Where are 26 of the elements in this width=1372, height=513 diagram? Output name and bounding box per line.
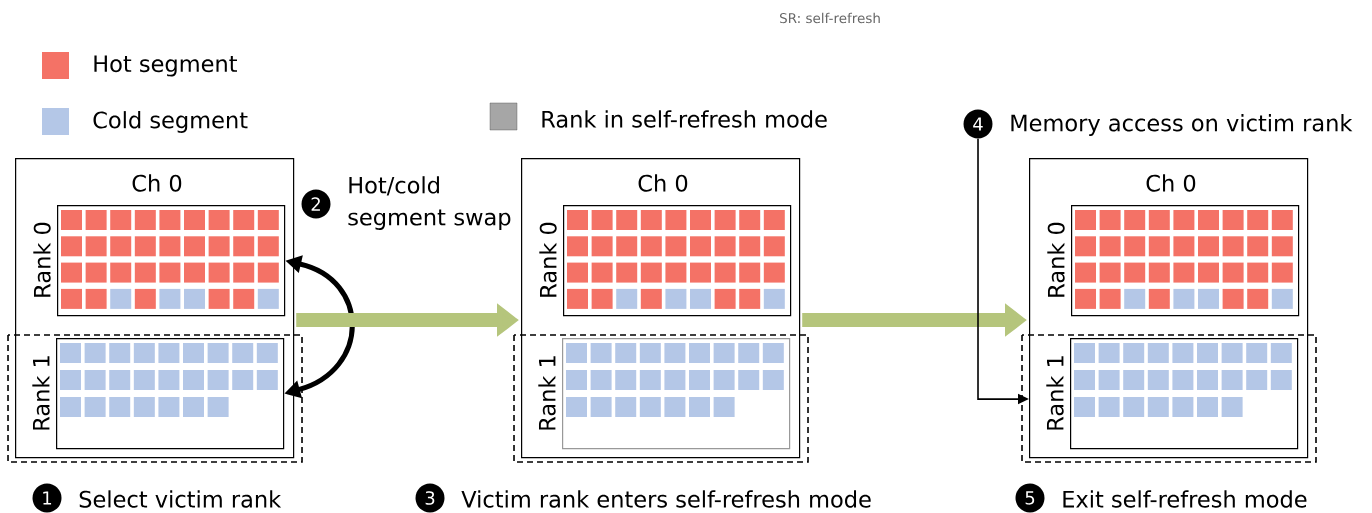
node-label: Rank 1 [538,356,556,430]
rank-box: Rank 0 [1047,205,1300,317]
step-number: 1 [32,483,62,513]
rank-box: Rank 1 [538,338,791,450]
step-label: Victim rank enters self-refresh mode [461,490,871,508]
node-label: Rank 1 [1046,356,1064,430]
step-label: Hot/cold segment swap [348,176,511,230]
step-number: 2 [301,189,331,219]
step-number: 4 [963,109,993,139]
legend-label: Hot segment [94,55,237,77]
rank-box: Rank 0 [539,205,792,317]
node-label: Rank 0 [33,222,51,297]
note: SR: self-refresh [780,12,880,24]
step-label: Exit self-refresh mode [1063,490,1307,508]
node-label: Rank 1 [32,356,50,430]
step-label: Memory access on victim rank [1011,114,1353,136]
node-label: Rank 0 [539,222,557,297]
rank-box: Rank 1 [32,338,285,450]
legend-label: Rank in self-refresh mode [542,110,827,128]
legend-label: Cold segment [93,111,248,133]
node-label: Rank 0 [1047,222,1065,297]
step-label: Select victim rank [79,490,282,508]
rank-box: Rank 1 [1046,338,1299,450]
step-number: 5 [1015,483,1045,513]
rank-box: Rank 0 [33,205,286,317]
step-number: 3 [415,483,445,513]
